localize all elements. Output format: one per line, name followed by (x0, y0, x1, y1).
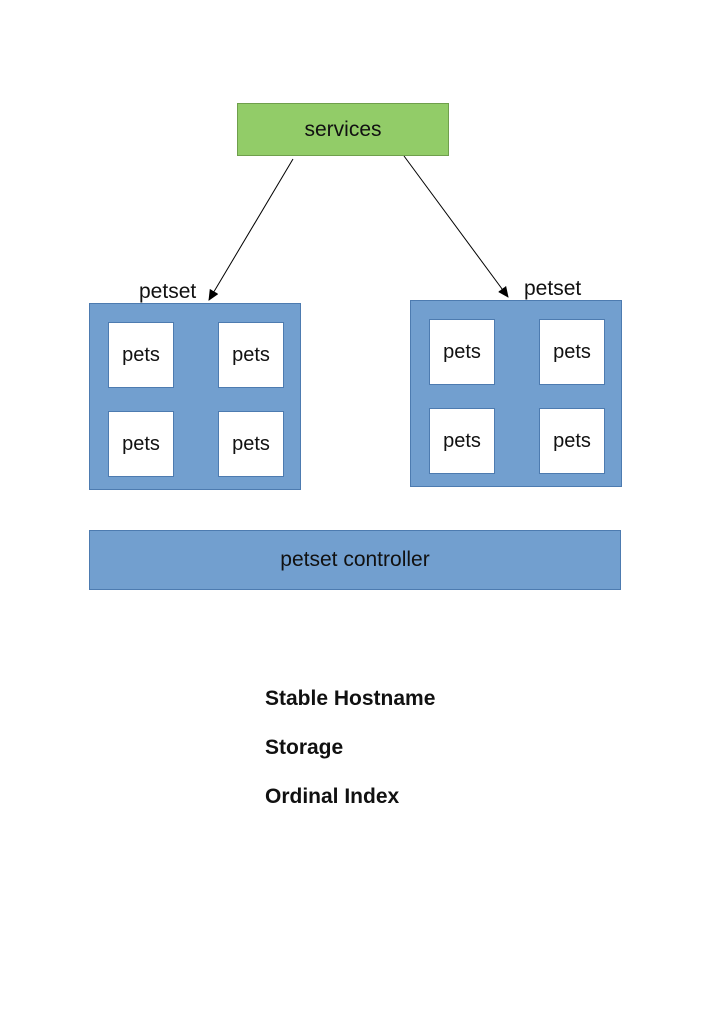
pet-label: pets (122, 343, 160, 366)
petset-right: pets pets pets pets (410, 300, 622, 487)
pet-label: pets (122, 432, 160, 455)
pet-node: pets (429, 319, 495, 385)
feature-ordinal-index: Ordinal Index (265, 785, 400, 808)
pet-label: pets (232, 432, 270, 455)
petset-controller: petset controller (89, 530, 621, 590)
arrow-services-to-petset-right (403, 155, 509, 298)
pet-node: pets (539, 319, 605, 385)
feature-stable-hostname: Stable Hostname (265, 687, 436, 710)
petset-label-left: petset (139, 280, 197, 303)
pet-label: pets (553, 429, 591, 452)
pet-node: pets (218, 322, 284, 388)
arrow-services-to-petset-left (208, 158, 294, 301)
pet-label: pets (232, 343, 270, 366)
pet-label: pets (553, 340, 591, 363)
petset-controller-label: petset controller (280, 548, 430, 571)
pet-node: pets (429, 408, 495, 474)
pet-node: pets (539, 408, 605, 474)
petset-label-right: petset (524, 277, 582, 300)
services-label: services (304, 117, 382, 141)
pet-label: pets (443, 429, 481, 452)
pet-node: pets (108, 411, 174, 477)
feature-storage: Storage (265, 736, 344, 759)
pet-label: pets (443, 340, 481, 363)
pet-node: pets (108, 322, 174, 388)
feature-list: Stable Hostname Storage Ordinal Index (265, 688, 435, 835)
pet-node: pets (218, 411, 284, 477)
petset-left: pets pets pets pets (89, 303, 301, 490)
services-node: services (237, 103, 449, 156)
